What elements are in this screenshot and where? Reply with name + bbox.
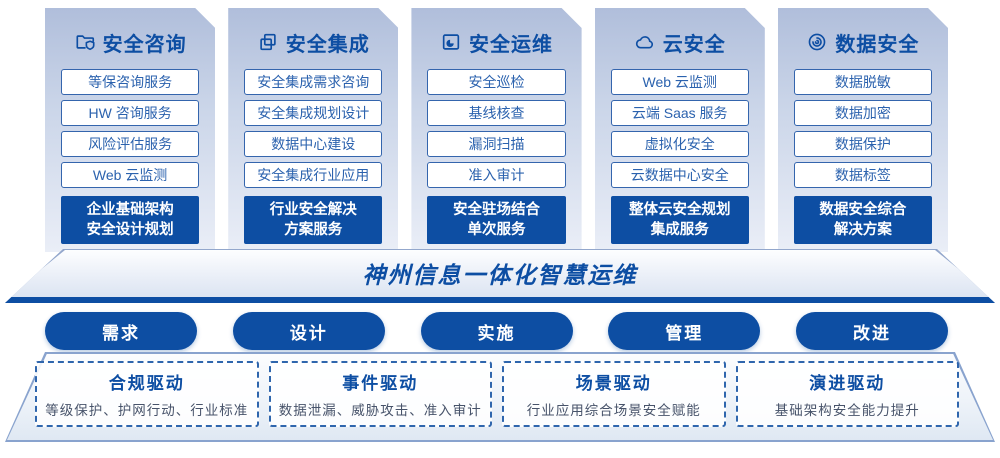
banner-background bbox=[5, 250, 995, 297]
service-item-list: 安全巡检 基线核查 漏洞扫描 准入审计 bbox=[427, 69, 565, 188]
service-item: 云数据中心安全 bbox=[611, 162, 749, 188]
driver-boxes-row: 合规驱动 等级保护、护网行动、行业标准 事件驱动 数据泄漏、威胁攻击、准入审计 … bbox=[35, 361, 959, 427]
service-item-list: 等保咨询服务 HW 咨询服务 风险评估服务 Web 云监测 bbox=[61, 69, 199, 188]
monitor-clock-icon bbox=[440, 31, 462, 53]
service-item: 数据中心建设 bbox=[244, 131, 382, 157]
service-item: 数据标签 bbox=[794, 162, 932, 188]
column-title: 数据安全 bbox=[835, 33, 920, 56]
service-item: 安全集成需求咨询 bbox=[244, 69, 382, 95]
pill-demand: 需求 bbox=[45, 312, 197, 350]
column-solution-box: 行业安全解决 方案服务 bbox=[244, 196, 382, 244]
service-item: 安全集成规划设计 bbox=[244, 100, 382, 126]
service-item: HW 咨询服务 bbox=[61, 100, 199, 126]
cloud-icon bbox=[634, 31, 656, 53]
driver-desc: 基础架构安全能力提升 bbox=[774, 403, 920, 418]
service-item: 等保咨询服务 bbox=[61, 69, 199, 95]
driver-title: 演进驱动 bbox=[809, 374, 886, 393]
pill-design: 设计 bbox=[232, 312, 385, 350]
folder-shield-icon bbox=[74, 31, 96, 53]
column-title: 安全集成 bbox=[285, 33, 370, 56]
platform-banner: 神州信息一体化智慧运维 bbox=[5, 249, 995, 303]
driver-scenario: 场景驱动 行业应用综合场景安全赋能 bbox=[502, 361, 726, 427]
column-cloud-security: 云安全 Web 云监测 云端 Saas 服务 虚拟化安全 云数据中心安全 整体云… bbox=[595, 8, 765, 252]
column-solution-box: 整体云安全规划 集成服务 bbox=[611, 196, 749, 244]
service-item: 准入审计 bbox=[427, 162, 565, 188]
column-security-operations: 安全运维 安全巡检 基线核查 漏洞扫描 准入审计 安全驻场结合 单次服务 bbox=[411, 8, 581, 252]
banner-title: 神州信息一体化智慧运维 bbox=[362, 262, 638, 288]
column-header: 安全咨询 bbox=[45, 28, 215, 56]
solution-line: 解决方案 bbox=[833, 222, 892, 238]
solution-line: 数据安全综合 bbox=[819, 201, 907, 218]
service-item: 基线核查 bbox=[427, 100, 565, 126]
pill-implementation: 实施 bbox=[420, 312, 573, 350]
column-solution-box: 企业基础架构 安全设计规划 bbox=[61, 196, 199, 244]
column-header: 安全集成 bbox=[228, 28, 398, 56]
driver-evolution: 演进驱动 基础架构安全能力提升 bbox=[735, 361, 959, 427]
documents-icon bbox=[257, 31, 279, 53]
driver-incident: 事件驱动 数据泄漏、威胁攻击、准入审计 bbox=[268, 361, 492, 427]
solution-line: 集成服务 bbox=[650, 222, 709, 238]
service-item-list: 数据脱敏 数据加密 数据保护 数据标签 bbox=[794, 69, 932, 188]
driver-desc: 等级保护、护网行动、行业标准 bbox=[45, 403, 249, 418]
column-security-integration: 安全集成 安全集成需求咨询 安全集成规划设计 数据中心建设 安全集成行业应用 行… bbox=[228, 8, 398, 252]
column-title: 安全运维 bbox=[469, 33, 553, 56]
service-item: 风险评估服务 bbox=[61, 131, 199, 157]
service-item: 安全巡检 bbox=[427, 69, 565, 95]
column-solution-box: 安全驻场结合 单次服务 bbox=[427, 196, 565, 244]
solution-line: 安全驻场结合 bbox=[453, 201, 540, 218]
column-header: 云安全 bbox=[595, 28, 765, 56]
solution-line: 方案服务 bbox=[284, 222, 343, 238]
driver-desc: 行业应用综合场景安全赋能 bbox=[526, 403, 701, 418]
service-item-list: Web 云监测 云端 Saas 服务 虚拟化安全 云数据中心安全 bbox=[611, 69, 749, 188]
column-title: 安全咨询 bbox=[102, 33, 187, 56]
fingerprint-icon bbox=[806, 31, 828, 53]
column-title: 云安全 bbox=[662, 33, 726, 56]
column-solution-box: 数据安全综合 解决方案 bbox=[794, 196, 932, 244]
service-item: 漏洞扫描 bbox=[427, 131, 565, 157]
solution-line: 整体云安全规划 bbox=[628, 201, 731, 218]
service-item-list: 安全集成需求咨询 安全集成规划设计 数据中心建设 安全集成行业应用 bbox=[244, 69, 382, 188]
driver-compliance: 合规驱动 等级保护、护网行动、行业标准 bbox=[35, 361, 259, 427]
pill-management: 管理 bbox=[608, 312, 761, 350]
process-pills-row: 需求 设计 实施 管理 改进 bbox=[45, 312, 948, 350]
service-columns-row: 安全咨询 等保咨询服务 HW 咨询服务 风险评估服务 Web 云监测 企业基础架… bbox=[45, 8, 948, 252]
solution-line: 单次服务 bbox=[467, 222, 526, 238]
driver-title: 场景驱动 bbox=[575, 374, 652, 393]
pill-improvement: 改进 bbox=[796, 312, 948, 350]
service-item: 云端 Saas 服务 bbox=[611, 100, 749, 126]
column-security-consulting: 安全咨询 等保咨询服务 HW 咨询服务 风险评估服务 Web 云监测 企业基础架… bbox=[45, 8, 215, 252]
service-item: 安全集成行业应用 bbox=[244, 162, 382, 188]
driver-desc: 数据泄漏、威胁攻击、准入审计 bbox=[278, 403, 482, 418]
solution-line: 企业基础架构 bbox=[86, 201, 174, 218]
banner-bottom-bar bbox=[5, 297, 995, 303]
solution-line: 安全设计规划 bbox=[86, 222, 174, 238]
service-item: 数据加密 bbox=[794, 100, 932, 126]
service-item: Web 云监测 bbox=[611, 69, 749, 95]
service-item: 数据保护 bbox=[794, 131, 932, 157]
service-item: 数据脱敏 bbox=[794, 69, 932, 95]
service-item: Web 云监测 bbox=[61, 162, 199, 188]
service-item: 虚拟化安全 bbox=[611, 131, 749, 157]
column-data-security: 数据安全 数据脱敏 数据加密 数据保护 数据标签 数据安全综合 解决方案 bbox=[778, 8, 948, 252]
column-header: 数据安全 bbox=[778, 28, 948, 56]
driver-title: 合规驱动 bbox=[108, 374, 185, 393]
solution-line: 行业安全解决 bbox=[269, 201, 357, 218]
driver-title: 事件驱动 bbox=[342, 374, 419, 393]
column-header: 安全运维 bbox=[411, 28, 581, 56]
